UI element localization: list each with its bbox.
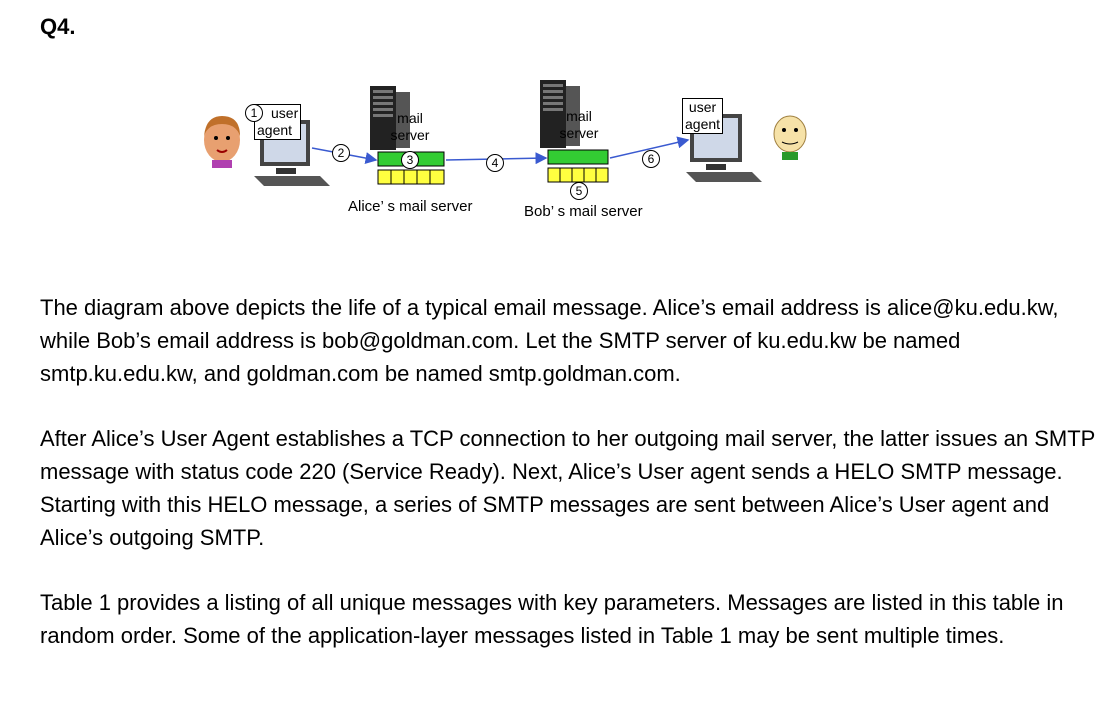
bob-server-label: mail server: [559, 108, 599, 141]
step-3-badge: 3: [401, 151, 419, 169]
alice-server-label: mail server: [390, 110, 430, 143]
alice-server-icon: [370, 86, 445, 185]
email-flow-diagram: user agent 1 mail server 2 3 4 mail serv…: [190, 78, 830, 228]
paragraph-intro: The diagram above depicts the life of a …: [40, 295, 1059, 386]
step-6-badge: 6: [642, 150, 660, 168]
alice-computer-icon: [254, 120, 330, 186]
step-4-badge: 4: [486, 154, 504, 172]
paragraph-smtp-sequence: After Alice’s User Agent establishes a T…: [40, 426, 1095, 550]
diagram-graphics: [204, 80, 807, 186]
question-label: Q4.: [40, 14, 76, 39]
step-1-badge: 1: [245, 104, 263, 122]
bob-server-caption: Bob’ s mail server: [524, 203, 643, 220]
bob-person-icon: [773, 115, 807, 160]
alice-server-caption: Alice’ s mail server: [348, 198, 473, 215]
bob-server-icon: [540, 80, 609, 183]
step-5-badge: 5: [570, 182, 588, 200]
arrow-6: [609, 136, 690, 159]
step-2-badge: 2: [332, 144, 350, 162]
paragraph-table-note: Table 1 provides a listing of all unique…: [40, 590, 1064, 648]
alice-person-icon: [204, 116, 240, 168]
bob-user-agent-label: user agent: [682, 98, 724, 134]
